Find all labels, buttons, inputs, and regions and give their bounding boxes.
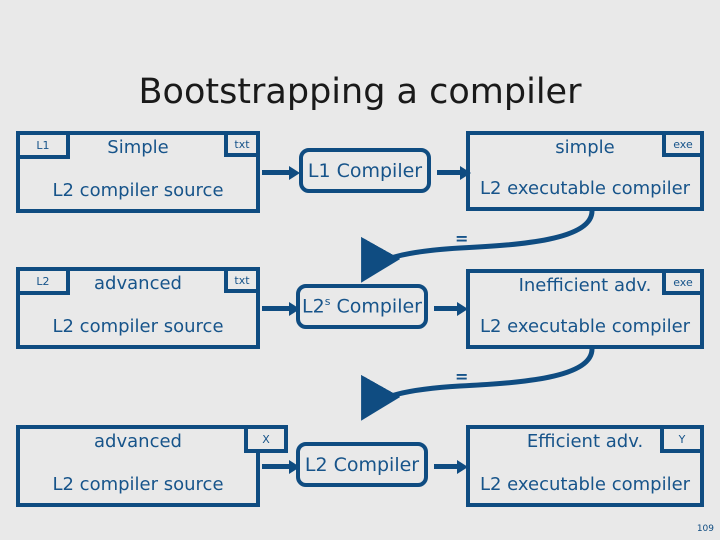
feedback-curve-2 <box>361 348 595 421</box>
output-tag-row-3: Y <box>660 425 704 453</box>
output-box-row-1[interactable]: exe simple L2 executable compiler <box>466 131 704 211</box>
page-title: Bootstrapping a compiler <box>138 72 582 112</box>
compiler-label-base-row-2: L2 <box>302 295 325 318</box>
output-box-row-3[interactable]: Y Efficient adv. L2 executable compiler <box>466 425 704 507</box>
compiler-box-row-3[interactable]: L2 Compiler <box>296 442 428 487</box>
compiler-label-row-2: L2s Compiler <box>302 295 422 317</box>
language-tag-row-1: L1 <box>16 131 70 159</box>
output-top-label-row-3: Efficient adv. <box>526 431 644 452</box>
source-box-row-1[interactable]: L1 txt Simple L2 compiler source <box>16 131 260 213</box>
output-top-label-row-1: simple <box>555 137 615 158</box>
filetype-tag-row-1: txt <box>224 131 260 157</box>
arrow-source-to-compiler-row-1 <box>262 170 290 175</box>
language-tag-row-2: L2 <box>16 267 70 295</box>
compiler-label-suffix-row-2: Compiler <box>330 295 422 318</box>
source-box-row-3[interactable]: X advanced L2 compiler source <box>16 425 288 507</box>
equals-sign-2: = <box>455 367 469 386</box>
source-bottom-label-row-2: L2 compiler source <box>52 316 224 337</box>
source-bottom-label-row-3: L2 compiler source <box>52 474 224 495</box>
page-number: 109 <box>696 524 714 534</box>
output-bottom-label-row-3: L2 executable compiler <box>479 474 691 495</box>
filetype-tag-row-2: txt <box>224 267 260 293</box>
arrow-compiler-to-output-row-1 <box>437 170 461 175</box>
source-top-label-row-2: advanced <box>94 273 182 294</box>
compiler-box-row-2[interactable]: L2s Compiler <box>296 284 428 329</box>
source-bottom-label-row-1: L2 compiler source <box>52 180 224 201</box>
arrow-compiler-to-output-row-3 <box>434 464 458 469</box>
equals-sign-1: = <box>455 229 469 248</box>
compiler-label-row-1: L1 Compiler <box>307 159 423 182</box>
output-top-label-row-2: Inefficient adv. <box>518 275 652 296</box>
output-bottom-label-row-1: L2 executable compiler <box>479 178 691 199</box>
arrow-compiler-to-output-row-2 <box>434 306 458 311</box>
source-box-row-2[interactable]: L2 txt advanced L2 compiler source <box>16 267 260 349</box>
source-top-label-row-3: advanced <box>94 431 182 452</box>
output-box-row-2[interactable]: exe Inefficient adv. L2 executable compi… <box>466 269 704 349</box>
compiler-label-superscript-row-2: s <box>324 295 331 309</box>
exe-tag-row-1: exe <box>662 131 704 157</box>
output-bottom-label-row-2: L2 executable compiler <box>479 316 691 337</box>
arrow-source-to-compiler-row-3 <box>262 464 290 469</box>
compiler-label-row-3: L2 Compiler <box>304 453 420 476</box>
exe-tag-row-2: exe <box>662 269 704 295</box>
feedback-curve-1 <box>361 210 595 283</box>
input-tag-row-3: X <box>244 425 288 453</box>
source-top-label-row-1: Simple <box>107 137 169 158</box>
compiler-box-row-1[interactable]: L1 Compiler <box>299 148 431 193</box>
arrow-source-to-compiler-row-2 <box>262 306 290 311</box>
